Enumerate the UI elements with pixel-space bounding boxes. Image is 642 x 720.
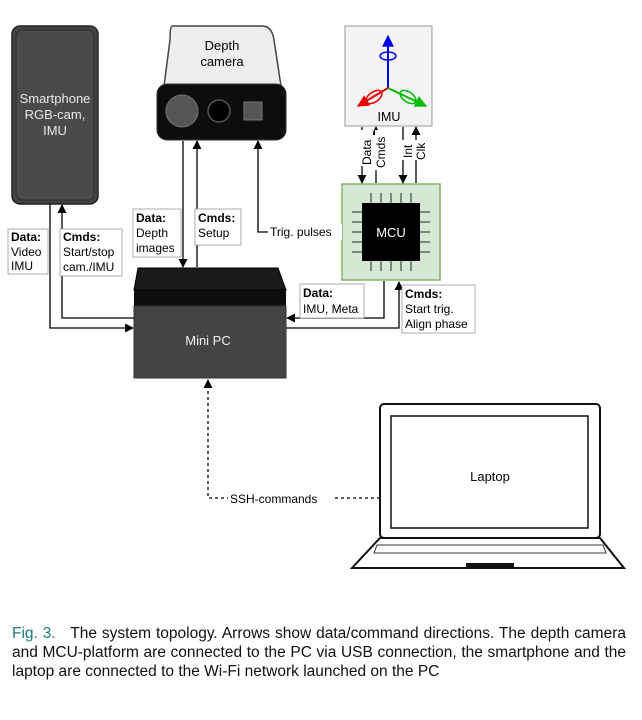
trig-pulses-label: Trig. pulses [268,224,342,240]
phone-data-arrow [49,204,134,333]
phone-cmds-label: Cmds: Start/stop cam./IMU [59,228,123,277]
figure-label: Fig. 3. [12,625,56,642]
imu-rotation-y [399,89,417,105]
svg-text:cam./IMU: cam./IMU [63,260,114,274]
svg-text:Cmds:: Cmds: [405,287,442,301]
svg-text:Data:: Data: [11,230,41,244]
system-topology-diagram: Smartphone RGB-cam, IMU Depth camera IMU [7,25,627,569]
phone-data-label: Data: Video IMU [7,228,49,275]
svg-text:IMU: IMU [11,259,33,273]
imu-mcu-line-labels: Data Cmds Int Clk [360,130,428,170]
imu-line-label-data: Data [360,139,374,165]
ssh-commands-label: SSH-commands [228,491,332,506]
mcu-node: MCU [341,183,441,281]
imu-axis-x [356,87,389,107]
imu-line-label-int: Int [401,144,415,158]
depth-camera-lens-small [207,99,231,123]
svg-text:Cmds:: Cmds: [198,211,235,225]
svg-text:IMU, Meta: IMU, Meta [303,302,359,316]
imu-line-label-cmds: Cmds [374,137,388,168]
ssh-line [203,379,380,499]
svg-text:SSH-commands: SSH-commands [230,492,317,506]
smartphone-label-line1: Smartphone [20,91,91,106]
smartphone-node: Smartphone RGB-cam, IMU [11,25,99,205]
imu-line-label-clk: Clk [414,142,428,160]
depth-camera-lens-large [165,94,199,128]
svg-text:Start trig.: Start trig. [405,302,454,316]
laptop-touchpad [466,563,514,568]
laptop-node: Laptop [349,403,627,569]
mcu-cmds-arrow [286,281,404,329]
laptop-label: Laptop [470,469,510,484]
imu-rotation-z [379,51,397,61]
svg-text:Data:: Data: [136,211,166,225]
svg-text:images: images [136,241,175,255]
figure-caption-text: The system topology. Arrows show data/co… [12,625,626,680]
mcu-label: MCU [376,225,406,240]
depth-camera-sensor [243,101,263,121]
svg-text:Align phase: Align phase [405,317,468,331]
depth-camera-node: Depth camera [156,25,287,141]
mcu-data-label: Data: IMU, Meta [299,283,365,319]
svg-text:Trig. pulses: Trig. pulses [270,225,332,239]
svg-text:Depth: Depth [136,226,168,240]
mini-pc-label: Mini PC [185,333,231,348]
trig-pulses-arrow [253,140,342,233]
svg-text:Start/stop: Start/stop [63,245,115,259]
depth-cmds-label: Cmds: Setup [194,208,242,246]
svg-text:Setup: Setup [198,226,230,240]
svg-text:Data:: Data: [303,286,333,300]
imu-node: IMU [344,25,433,127]
imu-label: IMU [378,110,401,124]
smartphone-label-line3: IMU [43,123,67,138]
svg-text:Cmds:: Cmds: [63,230,100,244]
mcu-chip [362,203,420,261]
mini-pc-node: Mini PC [133,267,287,379]
imu-axis-y [387,87,428,107]
smartphone-label-line2: RGB-cam, [25,107,86,122]
svg-text:Video: Video [11,245,42,259]
mcu-cmds-label: Cmds: Start trig. Align phase [401,284,476,334]
depth-camera-label-line2: camera [200,54,244,69]
figure-caption: Fig. 3. The system topology. Arrows show… [12,624,626,681]
depth-camera-label-line1: Depth [205,38,240,53]
depth-data-label: Data: Depth images [132,208,182,258]
imu-rotation-x [365,89,383,105]
